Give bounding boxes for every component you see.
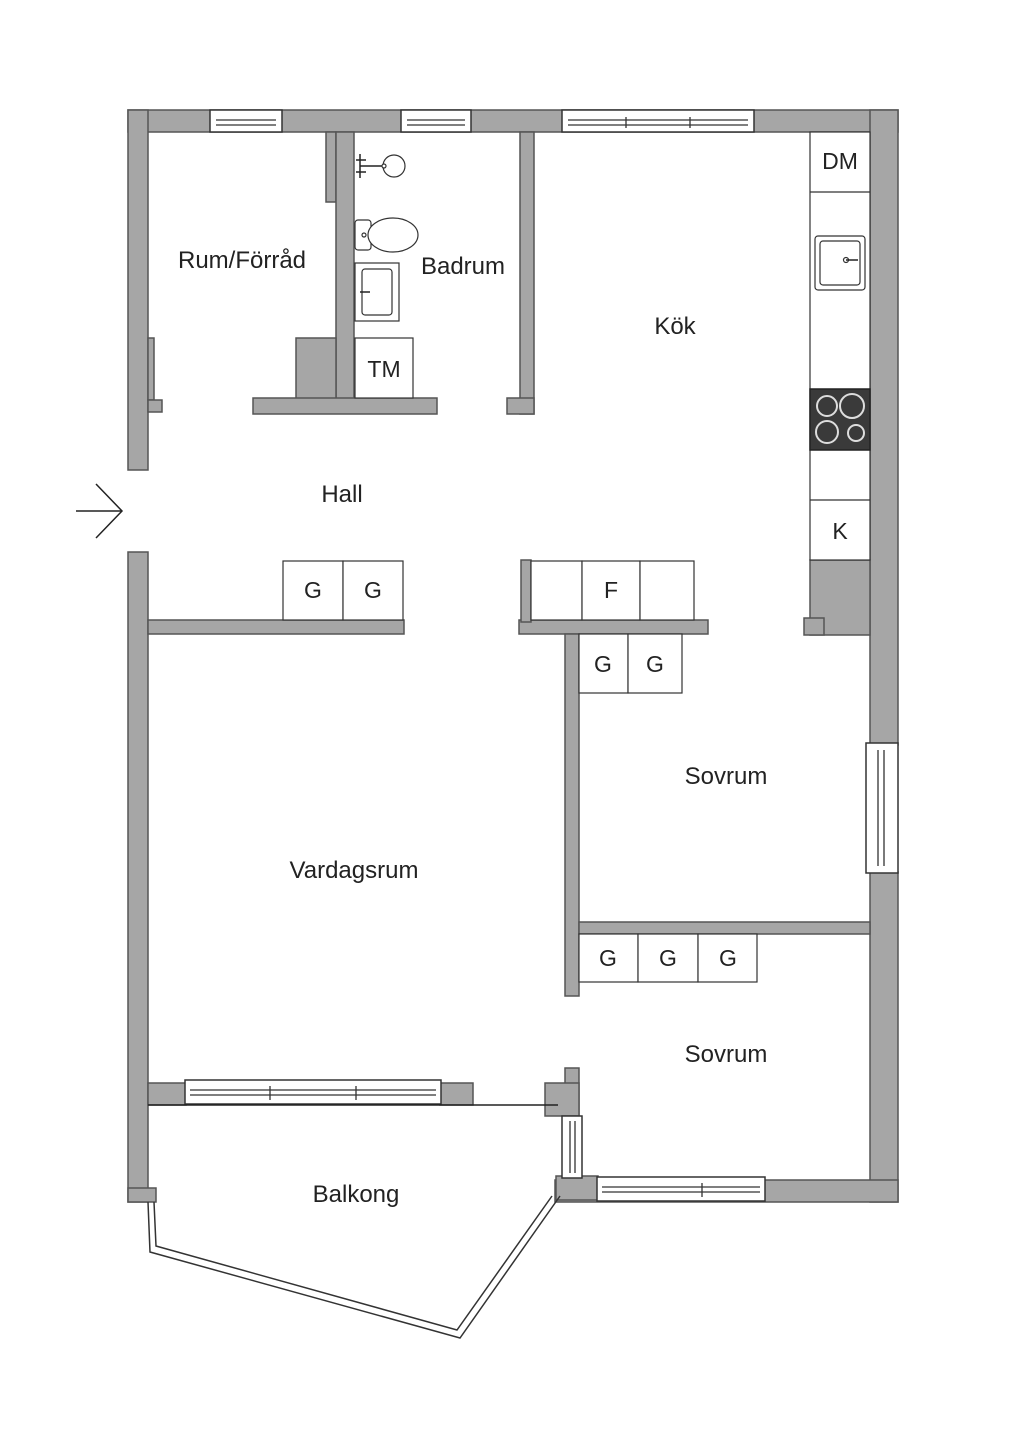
stove-icon xyxy=(809,388,871,451)
room-label-bedroom-1: Sovrum xyxy=(685,763,768,790)
outer-wall-right-upper xyxy=(869,109,899,746)
wall-storage-bath xyxy=(325,131,337,203)
freezer-box xyxy=(581,560,641,621)
window-bedroom-2-side xyxy=(561,1115,583,1179)
toilet-icon xyxy=(354,217,419,253)
wall-storage-bath-2 xyxy=(335,131,355,401)
bedroom1-wardrobe-2-label: G xyxy=(646,651,664,677)
shower-icon xyxy=(356,154,406,178)
room-label-storage: Rum/Förråd xyxy=(178,247,306,274)
wall-living-balcony-left xyxy=(147,1082,187,1106)
windows xyxy=(184,109,899,1202)
hall-cabinet-2 xyxy=(639,560,695,621)
entrance-arrow-icon xyxy=(76,483,124,539)
window-bedroom-1 xyxy=(865,742,899,874)
wall-hall-bedroom xyxy=(518,619,709,635)
window-bathroom xyxy=(400,109,472,133)
washing-machine-label: TM xyxy=(367,356,400,382)
wall-bedroom-bedroom xyxy=(578,921,871,935)
wall-balcony-foot xyxy=(127,1187,157,1203)
window-kitchen xyxy=(561,109,755,133)
wall-bedroom2-lower xyxy=(555,1175,599,1201)
room-labels: Rum/Förråd Badrum Kök Hall Vardagsrum So… xyxy=(178,247,767,1208)
window-living-balcony xyxy=(184,1079,442,1105)
window-storage xyxy=(209,109,283,133)
kitchen-sink-icon xyxy=(814,235,866,291)
window-bedroom-2-bottom xyxy=(596,1176,766,1202)
dishwasher-label: DM xyxy=(822,148,858,174)
bathroom-fixtures xyxy=(354,154,419,322)
wall-jamb-left xyxy=(147,337,155,401)
room-label-balcony: Balkong xyxy=(313,1181,400,1208)
hall-wardrobe-2-label: G xyxy=(364,577,382,603)
balcony-railing xyxy=(147,1104,561,1339)
fridge-label: K xyxy=(832,518,848,544)
wall-kitchen-corner-foot xyxy=(803,617,825,636)
freezer-label: F xyxy=(604,577,618,603)
kitchen-counter xyxy=(809,131,871,561)
bedroom1-wardrobe-1-label: G xyxy=(594,651,612,677)
hall-cabinet-1 xyxy=(530,560,583,621)
bedroom2-wardrobe-3 xyxy=(697,933,758,983)
room-label-hall: Hall xyxy=(321,481,362,508)
wall-kitchen-corner xyxy=(809,559,871,636)
hall-wardrobe-2 xyxy=(342,560,404,621)
wall-storage-pillar xyxy=(295,337,337,401)
room-label-living-room: Vardagsrum xyxy=(290,857,419,884)
wall-hall-living xyxy=(147,619,405,635)
washing-machine-box xyxy=(354,337,414,399)
wall-living-bedroom xyxy=(564,633,580,997)
wall-living-balcony-right xyxy=(439,1082,474,1106)
bedroom1-wardrobe-1 xyxy=(578,633,629,694)
wall-storage-bottom xyxy=(252,397,438,415)
wall-bath-kitchen xyxy=(519,131,535,415)
room-label-kitchen: Kök xyxy=(654,313,696,340)
cabinets: TM DM K G G F xyxy=(282,131,871,983)
room-label-bedroom-2: Sovrum xyxy=(685,1041,768,1068)
room-label-bathroom: Badrum xyxy=(421,253,505,280)
outer-wall-right-mid xyxy=(869,871,899,1203)
wall-jamb-left-2 xyxy=(147,399,163,413)
outer-wall-left-lower xyxy=(127,551,149,1203)
wall-bath-kitchen-foot xyxy=(506,397,535,415)
bedroom1-wardrobe-2 xyxy=(627,633,683,694)
bedroom2-wardrobe-3-label: G xyxy=(719,945,737,971)
outer-wall-left-upper xyxy=(127,109,149,471)
hall-wardrobe-1-label: G xyxy=(304,577,322,603)
bedroom2-wardrobe-2 xyxy=(637,933,699,983)
bedroom2-wardrobe-1-label: G xyxy=(599,945,617,971)
bedroom2-wardrobe-1 xyxy=(578,933,639,983)
sink-icon xyxy=(354,262,400,322)
wall-freezer-side xyxy=(520,559,532,623)
bedroom2-wardrobe-2-label: G xyxy=(659,945,677,971)
wall-bedroom2-post-2 xyxy=(544,1082,580,1117)
